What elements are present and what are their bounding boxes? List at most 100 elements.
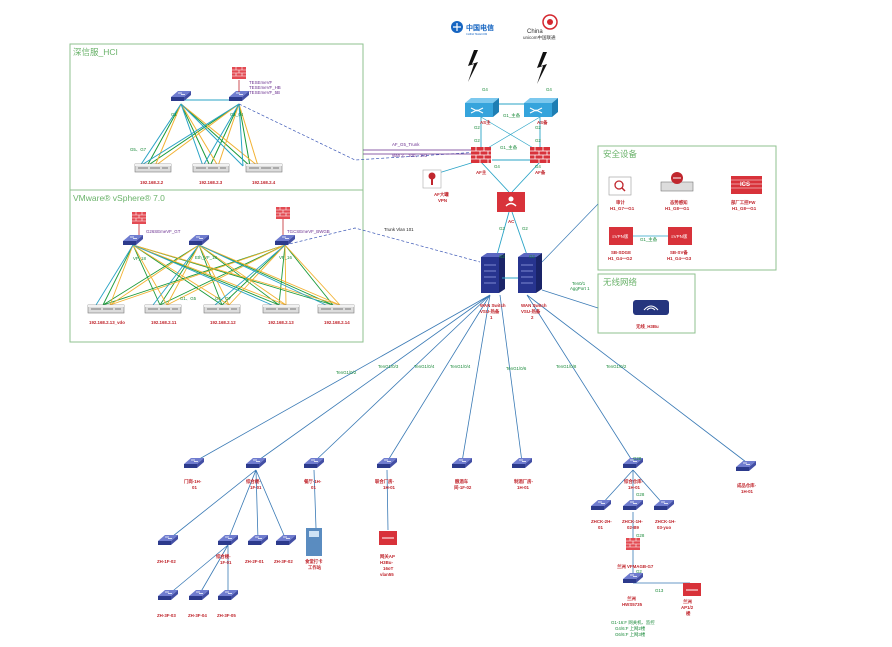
zhck-3a-01-label-2: 03-yuo: [657, 525, 671, 530]
l3-right-port: G2: [535, 125, 541, 130]
audit-device[interactable]: [608, 176, 632, 196]
hci-vfw-label-1: TESEmeVF: [249, 80, 272, 85]
access-switch-workshop[interactable]: [451, 457, 473, 469]
trunk-label-2: vlan 2、100、103: [392, 153, 428, 158]
mt-label-1: 门岗-1H-: [184, 478, 202, 485]
sw-zh-1f-02[interactable]: [157, 534, 179, 546]
firewall-af-primary[interactable]: [470, 146, 492, 164]
l3-switch-left[interactable]: [464, 97, 500, 118]
uplink-port-4: TenG1/0/4: [450, 364, 471, 369]
ap-router-label-1: 兰洲: [683, 598, 692, 605]
vm-server-4[interactable]: [262, 304, 300, 314]
core-backup-label-2: VSU-热备: [521, 308, 541, 315]
svg-text:unicom中国联通: unicom中国联通: [523, 34, 556, 41]
access-switch-mt[interactable]: [183, 457, 205, 469]
situational-awareness-device[interactable]: [660, 172, 694, 192]
hci-sw1-label: G1: [171, 112, 177, 117]
joint-plant-wireless-router[interactable]: [379, 531, 397, 545]
hci-server-1[interactable]: [134, 163, 172, 173]
sw-zh-3f-03[interactable]: [157, 589, 179, 601]
zh-label-2: 1F-01: [250, 485, 262, 490]
ics-industrial-firewall[interactable]: ICS: [731, 176, 762, 194]
joint-label-1: 联合厂房-: [375, 478, 395, 485]
warehouse-ap-router[interactable]: [683, 583, 701, 596]
vm-server-3-label: 192.168.2.12: [210, 320, 236, 325]
sw-zh-3f-05[interactable]: [217, 589, 239, 601]
access-switch-joint-plant[interactable]: [376, 457, 398, 469]
hci-vfw-label-2: TESEmeVF_HB: [249, 85, 281, 90]
workshop-label-1: 酿酒车: [455, 478, 469, 485]
hci-server-2[interactable]: [192, 163, 230, 173]
sw-zhck-2a-03[interactable]: [622, 499, 644, 511]
access-switch-zh[interactable]: [245, 457, 267, 469]
zh-3f-04-label: ZH-3F-04: [188, 613, 207, 618]
zh-label-1: 综合楼-: [246, 478, 261, 485]
vm-server-1-label: 192.168.2.13_vdo: [89, 320, 125, 325]
ics-label-2: H1_G8一G1: [732, 206, 757, 211]
warehouse-huawei-switch[interactable]: [622, 572, 644, 584]
sw-zh-3f-04[interactable]: [188, 589, 210, 601]
vm-sw2-label: Eth_VF_18: [195, 255, 218, 260]
core-primary-label-1: WAN Switch: [480, 303, 506, 308]
ap-router-label-2: AP1/2: [681, 605, 694, 610]
sw-zhck-2a-01[interactable]: [590, 499, 612, 511]
china-telecom-logo: 中国电信 CHINA TELECOM: [451, 21, 494, 36]
uplink-port-2: TenG1/0/3: [378, 364, 399, 369]
sdp-vpn-primary[interactable]: ≡VPN版: [609, 227, 633, 245]
huawei-switch-label-2: HWS5735: [622, 602, 643, 607]
canteen-terminal-label-1: 食堂打卡: [305, 558, 323, 565]
zh-3f-05-label: ZH-3F-05: [217, 613, 236, 618]
access-switch-canteen[interactable]: [303, 457, 325, 469]
fw-backup-label: AF备: [535, 169, 546, 176]
hci-vfw-label-3: TESEmeVF_5B: [249, 90, 280, 95]
canteen-card-terminal[interactable]: [306, 528, 322, 556]
vm-server-1[interactable]: [87, 304, 125, 314]
sdp-vpn-backup[interactable]: ≡VPN版: [668, 227, 692, 245]
isp-port-left: G4: [482, 87, 488, 92]
zh-3f-02-label: ZH-3F-02: [274, 559, 293, 564]
sa-label-2: H1_G8一G1: [665, 206, 690, 211]
vm-sw3-label: VF_16: [279, 255, 292, 260]
china-unicom-logo: China unicom中国联通: [523, 14, 558, 41]
vm-server-2[interactable]: [144, 304, 182, 314]
ac-right-port: G2: [522, 226, 528, 231]
vm-vfw-1-label: G26SEmeVF_GT: [146, 229, 181, 234]
vm-server-5[interactable]: [317, 304, 355, 314]
l3-left-label: AS主: [480, 119, 491, 126]
sw-zh-3f-02[interactable]: [275, 534, 297, 546]
ac-left-port: G2: [499, 226, 505, 231]
brew-label-2: 1H-01: [517, 485, 530, 490]
hci-server-3[interactable]: [245, 163, 283, 173]
svg-text:中国电信: 中国电信: [466, 23, 494, 32]
isp-port-right: G4: [546, 87, 552, 92]
wireless-ap[interactable]: [633, 300, 669, 315]
hci-virtual-firewall-icon: [231, 66, 247, 80]
core-switch-primary[interactable]: [480, 252, 506, 294]
access-switch-product-warehouse[interactable]: [735, 460, 757, 472]
access-switch-brew-1[interactable]: [511, 457, 533, 469]
vm-server-3[interactable]: [203, 304, 241, 314]
audit-label-2: H1_G7一G1: [610, 206, 635, 211]
mt-label-2: 01: [192, 485, 197, 490]
vm-switch-1[interactable]: [122, 234, 144, 246]
warehouse-note-1: G1-16:F 网关机、监控: [611, 619, 655, 626]
l3-switch-right[interactable]: [523, 97, 559, 118]
vpn-backup-label-2: H1_G4一G3: [667, 256, 692, 261]
sw-zhck-3a-01[interactable]: [653, 499, 675, 511]
firewall-af-backup[interactable]: [529, 146, 551, 164]
vpn-primary-label-2: H1_G4一G2: [608, 256, 633, 261]
vpn-label-1: AF大罐: [434, 191, 449, 198]
sw-zh-1f-01[interactable]: [217, 534, 239, 546]
fw-primary-label: AF主: [476, 169, 487, 176]
af-vpn-device[interactable]: [422, 169, 442, 189]
hci-switch-2[interactable]: [228, 90, 250, 102]
vm-switch-2[interactable]: [188, 234, 210, 246]
warehouse-firewall[interactable]: [625, 537, 641, 551]
uplink-port-1: TenG1/0/2: [336, 370, 357, 375]
vpn-primary-label-1: SB-SDGE: [611, 250, 631, 255]
sw-zh-2f-01[interactable]: [247, 534, 269, 546]
core-switch-backup[interactable]: [517, 252, 543, 294]
vm-server-2-label: 192.168.2.11: [151, 320, 177, 325]
l3-right-label: AS备: [537, 119, 548, 126]
ac-controller[interactable]: [497, 192, 525, 212]
